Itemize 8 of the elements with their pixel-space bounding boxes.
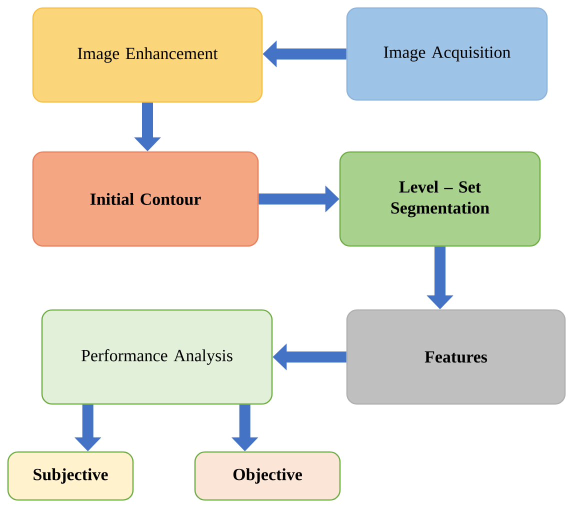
process-box: Image Enhancement [32,7,263,103]
process-box: Subjective [7,451,134,501]
process-box: Performance Analysis [41,309,273,405]
process-box: Level – Set Segmentation [339,151,541,247]
process-box: Features [346,309,566,405]
process-box: Objective [194,451,341,501]
process-box: Initial Contour [32,151,259,247]
process-box: Image Acquisition [346,7,548,101]
